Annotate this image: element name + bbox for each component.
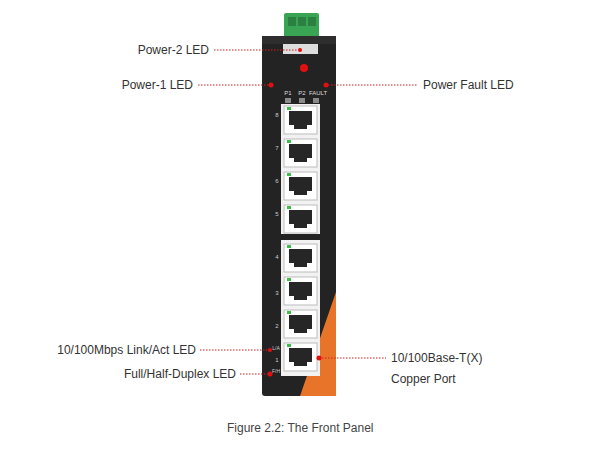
port-number: 4 [275, 254, 278, 261]
port-number: 8 [275, 112, 278, 119]
port-socket [289, 249, 312, 267]
callout-label: Power Fault LED [423, 78, 514, 92]
port-frame [281, 240, 320, 376]
port-shell [284, 106, 317, 134]
port-led [287, 311, 291, 314]
led [299, 98, 305, 103]
terminal-base [283, 44, 318, 54]
callout-label: Power-1 LED [122, 78, 193, 92]
callout-label: 10/100Base-T(X) Copper Port [391, 348, 495, 390]
leader-lines [198, 50, 418, 374]
figure-caption: Figure 2.2: The Front Panel [227, 421, 374, 435]
port-led [287, 140, 291, 143]
callout-label: Power-2 LED [138, 43, 209, 57]
port-socket [289, 177, 312, 195]
port-led [287, 245, 291, 248]
leader-dots [268, 48, 329, 377]
housing-top [262, 36, 336, 44]
port-shell [284, 172, 317, 200]
port-socket [289, 111, 312, 129]
port-socket [289, 282, 312, 300]
port-socket [289, 348, 312, 366]
callout-label: Full/Half-Duplex LED [124, 367, 236, 381]
led-label: L/A [272, 345, 280, 351]
port-number: 5 [275, 211, 278, 218]
port-led [287, 173, 291, 176]
port-shell [284, 244, 317, 272]
led [285, 98, 291, 103]
led [313, 98, 319, 103]
port-number: 3 [275, 290, 278, 297]
terminal-screw [298, 17, 306, 26]
port-led [287, 206, 291, 209]
callout-label: 10/100Mbps Link/Act LED [57, 343, 196, 357]
rj45-ports [284, 106, 317, 371]
port-led [287, 344, 291, 347]
port-socket [289, 144, 312, 162]
port-shell [284, 310, 317, 338]
port-shell [284, 205, 317, 233]
port-socket [289, 315, 312, 333]
port-frame [281, 104, 320, 234]
port-led [287, 107, 291, 110]
port-shell [284, 343, 317, 371]
port-number: 6 [275, 178, 278, 185]
port-number: 1 [275, 357, 278, 364]
port-number: 7 [275, 145, 278, 152]
port-shell [284, 139, 317, 167]
led-label: F/H [272, 368, 280, 374]
port-shell [284, 277, 317, 305]
port-number: 2 [275, 323, 278, 330]
port-socket [289, 210, 312, 228]
terminal-screw [288, 17, 296, 26]
panel-label: P1 [284, 90, 291, 97]
terminal-screw [308, 17, 316, 26]
switch-housing [262, 36, 336, 396]
power2-indicator [300, 64, 308, 72]
panel-label: P2 [298, 90, 305, 97]
port-led [287, 278, 291, 281]
panel-label: FAULT [309, 90, 327, 97]
